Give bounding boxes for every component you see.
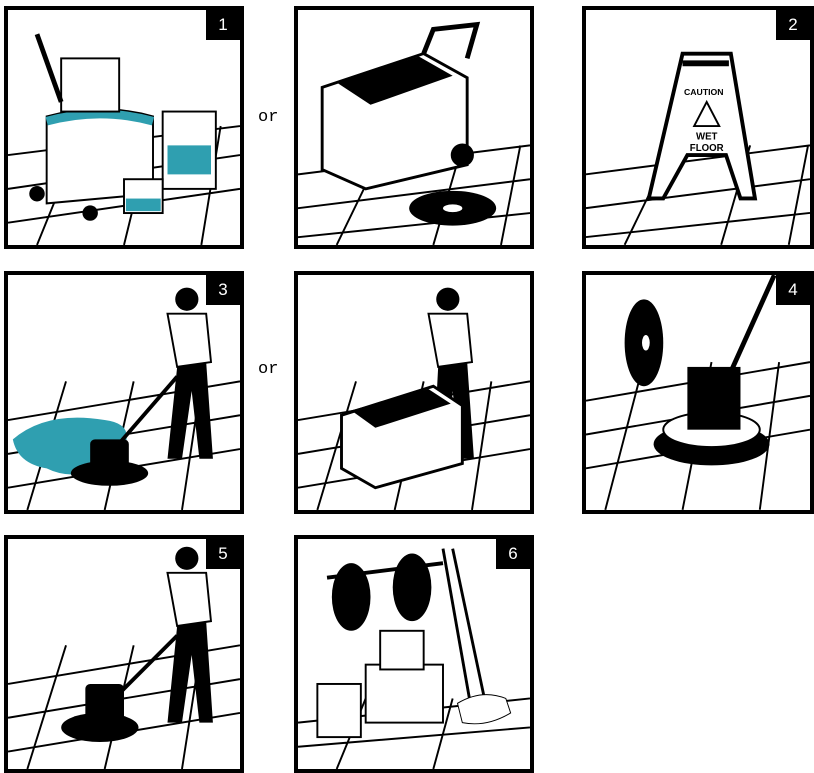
step-number-badge: 6 xyxy=(496,539,530,569)
panel-step-4: 4 xyxy=(582,271,814,514)
step-number-badge: 4 xyxy=(776,275,810,305)
caution-sign-text-2: WET xyxy=(696,132,718,143)
mop-bucket-illustration xyxy=(8,10,240,245)
operator-with-scrubber-illustration xyxy=(298,275,530,510)
panel-step-1: 1 xyxy=(4,6,244,249)
step-number-badge: 3 xyxy=(206,275,240,305)
panel-step-2: CAUTION WET FLOOR 2 xyxy=(582,6,814,249)
caution-sign-text-1: CAUTION xyxy=(684,87,724,97)
scrubbing-machine-illustration xyxy=(8,275,240,510)
or-connector-label: or xyxy=(258,360,278,379)
pad-change-illustration xyxy=(586,275,810,510)
auto-scrubber-illustration xyxy=(298,10,530,245)
step-number-badge: 1 xyxy=(206,10,240,40)
step-number-badge: 2 xyxy=(776,10,810,40)
panel-step-5: 5 xyxy=(4,535,244,773)
panel-auto-scrubber xyxy=(294,6,534,249)
equipment-storage-illustration xyxy=(298,539,530,769)
or-connector-label: or xyxy=(258,108,278,127)
step-number-badge: 5 xyxy=(206,539,240,569)
panel-auto-scrubber-operator xyxy=(294,271,534,514)
panel-step-3: 3 xyxy=(4,271,244,514)
panel-step-6: 6 xyxy=(294,535,534,773)
caution-sign-illustration: CAUTION WET FLOOR xyxy=(586,10,810,245)
caution-sign-text-3: FLOOR xyxy=(690,143,724,154)
burnishing-illustration xyxy=(8,539,240,769)
